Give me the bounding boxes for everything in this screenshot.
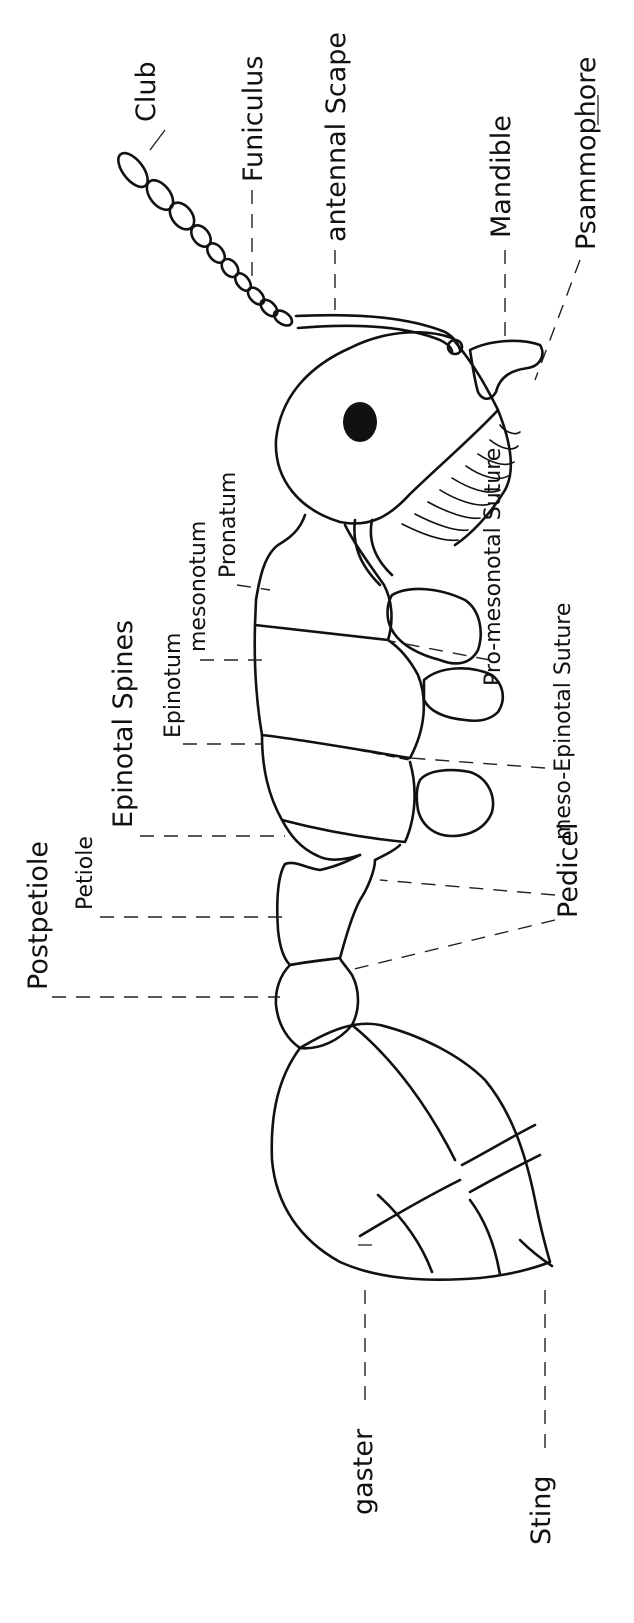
funiculus-segment bbox=[271, 307, 294, 328]
funiculus-segment bbox=[204, 240, 229, 266]
gaster-segment-line bbox=[360, 1180, 460, 1236]
gaster-segment-line bbox=[470, 1200, 500, 1275]
funiculus-segment bbox=[258, 297, 281, 320]
labels: Club Funiculus antennal Scape Mandible P… bbox=[23, 32, 602, 1545]
pedicel-leader bbox=[380, 880, 555, 895]
funiculus-segment bbox=[218, 256, 241, 280]
label-postpetiole: Postpetiole bbox=[23, 841, 54, 990]
label-mesonotum: mesonotum bbox=[186, 521, 211, 652]
hind-coxa bbox=[417, 770, 493, 836]
funiculus-segment bbox=[232, 270, 254, 293]
club-leader bbox=[150, 130, 165, 150]
label-antennal-scape: antennal Scape bbox=[321, 32, 352, 242]
antenna-club-segment bbox=[165, 198, 199, 234]
psammophore-hair bbox=[402, 524, 458, 540]
pedicel-connector bbox=[375, 845, 400, 860]
gaster bbox=[272, 1024, 550, 1280]
label-sting: Sting bbox=[526, 1476, 557, 1545]
label-meso-epinotal-suture: meso-Epinotal Suture bbox=[551, 603, 576, 840]
funiculus-segment bbox=[245, 285, 267, 308]
mandible bbox=[470, 341, 542, 399]
label-club: Club bbox=[131, 61, 162, 122]
label-pedicel: Pedicel bbox=[553, 822, 584, 918]
label-gaster: gaster bbox=[348, 1428, 379, 1515]
label-pronotum: Pronatum bbox=[216, 472, 241, 578]
label-epinotal-spines: Epinotal Spines bbox=[108, 620, 139, 828]
petiole-node bbox=[277, 855, 375, 965]
gaster-segment-line bbox=[378, 1195, 432, 1272]
psammophore-leader bbox=[535, 260, 580, 380]
label-epinotum: Epinotum bbox=[161, 633, 186, 738]
head bbox=[276, 332, 498, 523]
pedicel-leader-2 bbox=[350, 920, 555, 970]
label-psammophore: Psammophore bbox=[571, 57, 602, 250]
eye bbox=[343, 402, 377, 442]
psammophore-hair bbox=[490, 440, 518, 449]
pronotum-leader bbox=[237, 585, 270, 590]
label-pro-mesonotal-suture: Pro-mesonotal Suture bbox=[481, 448, 506, 686]
label-mandible: Mandible bbox=[486, 115, 517, 238]
meso-epinotal-suture-leader bbox=[410, 758, 545, 768]
antenna bbox=[113, 148, 462, 354]
gaster-segment-line bbox=[352, 1025, 455, 1160]
label-petiole: Petiole bbox=[73, 836, 98, 910]
label-funiculus: Funiculus bbox=[238, 56, 269, 182]
postpetiole-node bbox=[276, 958, 358, 1048]
epinotal-spine bbox=[282, 820, 360, 860]
